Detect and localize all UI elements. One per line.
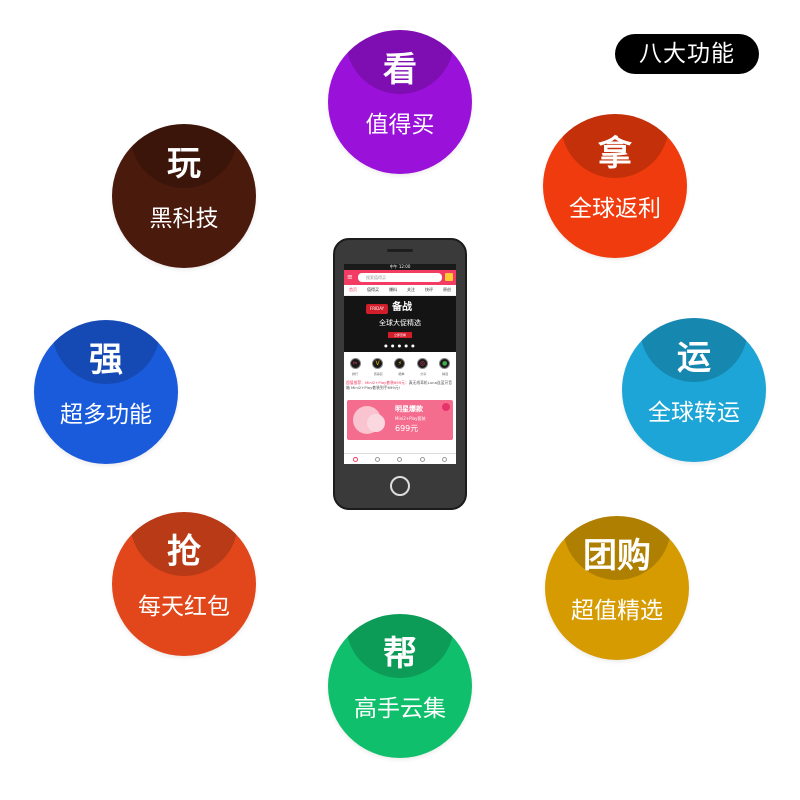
feature-wan-subtitle: 黑科技 — [149, 206, 219, 232]
app-topbar: ≡ 搜索值得买 — [344, 270, 456, 285]
feature-qiangfn-subtitle: 超多功能 — [60, 402, 152, 428]
feature-qiangfn-circle[interactable]: 强 超多功能 — [34, 320, 178, 464]
product-image-highlight — [367, 414, 385, 432]
tab-yuanchuang[interactable]: 原创 — [443, 287, 451, 292]
promo-banner[interactable]: FRIDAY 备战 全球大促精选 立即查看 ● ● ● ● ● — [344, 296, 456, 352]
promo-price: 699元 — [395, 424, 419, 433]
promo-title: 明星爆款 — [395, 405, 423, 413]
feature-kan-title: 看 — [383, 50, 417, 90]
nav-profile-icon[interactable] — [442, 456, 448, 462]
banner-title: 备战 — [392, 302, 412, 313]
icon-label: 分享 — [420, 372, 427, 376]
tab-guanzhu[interactable]: 关注 — [407, 287, 415, 292]
target-icon[interactable]: ◎ — [416, 357, 428, 369]
v-icon[interactable]: V — [372, 357, 384, 369]
phone-speaker — [387, 249, 413, 252]
feature-bang-circle[interactable]: 帮 高手云集 — [328, 614, 472, 758]
green-dot-icon[interactable]: ● — [439, 357, 451, 369]
icon-label: 精选 — [442, 372, 449, 376]
phone-screen: 中午 12:00 ≡ 搜索值得买 首页 值得买 爆料 关注 快评 原创 FRID… — [344, 264, 456, 464]
feature-qiang-subtitle: 每天红包 — [138, 594, 230, 620]
circle-cap — [328, 30, 472, 102]
nav-message-icon[interactable] — [419, 456, 425, 462]
feature-bang-subtitle: 高手云集 — [354, 696, 446, 722]
feature-yun-circle[interactable]: 运 全球转运 — [622, 318, 766, 462]
nav-post-icon[interactable] — [397, 456, 403, 462]
tab-home[interactable]: 首页 — [349, 287, 357, 292]
icon-label: 排行 — [351, 372, 358, 376]
news-highlight: 超值推荐：Mini2+Play套装699元 — [346, 380, 405, 385]
feature-qiang-circle[interactable]: 抢 每天红包 — [112, 512, 256, 656]
feature-kan-subtitle: 值得买 — [365, 112, 435, 138]
feature-na-circle[interactable]: 拿 全球返利 — [543, 114, 687, 258]
ranking-icon[interactable]: ✂ — [349, 357, 361, 369]
feature-yun-subtitle: 全球转运 — [648, 400, 740, 426]
circle-cap — [543, 114, 687, 186]
circle-cap — [328, 614, 472, 686]
promo-tag-icon — [442, 403, 450, 411]
feature-wan-circle[interactable]: 玩 黑科技 — [112, 124, 256, 268]
feature-tuangou-subtitle: 超值精选 — [571, 598, 663, 624]
circle-cap — [545, 516, 689, 588]
feature-kan-circle[interactable]: 看 值得买 — [328, 30, 472, 174]
quick-icons: ✂ V ⚡ ◎ ● — [344, 352, 456, 372]
banner-button[interactable]: 立即查看 — [388, 332, 412, 338]
quick-icon-labels: 排行 值得买 晒单 分享 精选 — [344, 372, 456, 378]
circle-cap — [34, 320, 178, 392]
banner-dots: ● ● ● ● ● — [384, 343, 416, 348]
feature-yun-title: 运 — [677, 338, 711, 378]
status-bar: 中午 12:00 — [344, 264, 456, 270]
nav-home-icon[interactable] — [352, 456, 358, 462]
menu-icon[interactable]: ≡ — [347, 273, 353, 281]
lightning-icon[interactable]: ⚡ — [394, 357, 406, 369]
tab-zhidemai[interactable]: 值得买 — [367, 287, 379, 292]
app-tabs: 首页 值得买 爆料 关注 快评 原创 — [344, 285, 456, 296]
search-input[interactable]: 搜索值得买 — [358, 273, 442, 282]
news-text: ：真无线耳机Luna连蓝牙音箱 Mini2+Play套装到手699元! — [346, 380, 453, 390]
feature-qiang-title: 抢 — [167, 532, 201, 572]
home-button[interactable] — [390, 476, 410, 496]
feature-tuangou-circle[interactable]: 团购 超值精选 — [545, 516, 689, 660]
feature-na-subtitle: 全球返利 — [569, 196, 661, 222]
circle-cap — [112, 512, 256, 584]
feature-bang-title: 帮 — [383, 634, 417, 674]
circle-cap — [112, 124, 256, 196]
bottom-nav — [344, 453, 456, 464]
feature-na-title: 拿 — [598, 134, 632, 174]
tab-baoliao[interactable]: 爆料 — [389, 287, 397, 292]
icon-label: 值得买 — [373, 372, 383, 376]
eight-features-badge: 八大功能 — [615, 34, 759, 74]
nav-discover-icon[interactable] — [375, 456, 381, 462]
banner-subtitle: 全球大促精选 — [379, 319, 421, 327]
feature-wan-title: 玩 — [167, 144, 201, 184]
product-promo-card[interactable]: 明星爆款 Mini2+Play套装 699元 — [347, 400, 453, 440]
news-item[interactable]: 超值推荐：Mini2+Play套装699元：真无线耳机Luna连蓝牙音箱 Min… — [344, 378, 456, 398]
feature-tuangou-title: 团购 — [583, 536, 651, 576]
tab-kuaiping[interactable]: 快评 — [425, 287, 433, 292]
friday-logo: FRIDAY — [366, 304, 388, 314]
circle-cap — [622, 318, 766, 390]
icon-label: 晒单 — [398, 372, 405, 376]
promo-line: Mini2+Play套装 — [395, 416, 426, 421]
gift-icon[interactable] — [445, 273, 453, 281]
feature-qiangfn-title: 强 — [89, 340, 123, 380]
phone-mockup: 中午 12:00 ≡ 搜索值得买 首页 值得买 爆料 关注 快评 原创 FRID… — [333, 238, 467, 510]
